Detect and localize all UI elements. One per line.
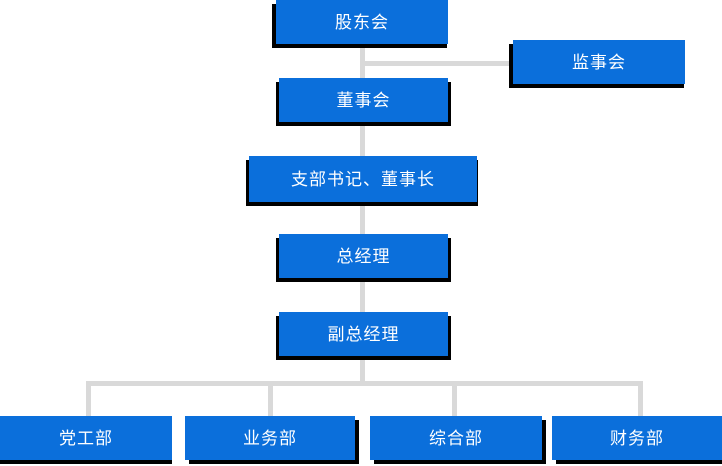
connector-board-to-secretary <box>360 122 365 158</box>
node-label-dept-business: 业务部 <box>243 428 297 448</box>
node-deputy-gm[interactable]: 副总经理 <box>279 312 448 356</box>
node-label-dept-finance: 财务部 <box>610 428 664 448</box>
node-label-secretary-chair: 支部书记、董事长 <box>291 169 435 189</box>
node-dept-business[interactable]: 业务部 <box>185 416 355 460</box>
connector-gm-to-deputy <box>360 278 365 314</box>
node-dept-general[interactable]: 综合部 <box>370 416 542 460</box>
node-supervisors[interactable]: 监事会 <box>513 40 685 84</box>
node-label-shareholders: 股东会 <box>335 12 389 32</box>
node-label-supervisors: 监事会 <box>572 52 626 72</box>
connector-secretary-to-gm <box>360 200 365 236</box>
node-label-dept-general: 综合部 <box>429 428 483 448</box>
connector-board-to-supervisors <box>360 61 518 66</box>
connector-bus-to-dept-business <box>268 381 273 416</box>
connector-departments-bus <box>86 381 643 386</box>
node-board[interactable]: 董事会 <box>279 78 448 122</box>
node-dept-party[interactable]: 党工部 <box>0 416 172 460</box>
connector-deputy-to-bus <box>360 356 365 383</box>
node-label-gm: 总经理 <box>336 246 391 266</box>
node-label-board: 董事会 <box>336 90 391 110</box>
node-gm[interactable]: 总经理 <box>279 234 448 278</box>
connector-bus-to-dept-general <box>452 381 457 416</box>
node-label-dept-party: 党工部 <box>59 428 113 448</box>
connector-bus-to-dept-finance <box>638 381 643 416</box>
node-shareholders[interactable]: 股东会 <box>276 0 448 44</box>
node-dept-finance[interactable]: 财务部 <box>552 416 722 460</box>
node-secretary-chair[interactable]: 支部书记、董事长 <box>249 156 477 202</box>
connector-bus-to-dept-party <box>86 381 91 416</box>
node-label-deputy-gm: 副总经理 <box>327 324 400 344</box>
